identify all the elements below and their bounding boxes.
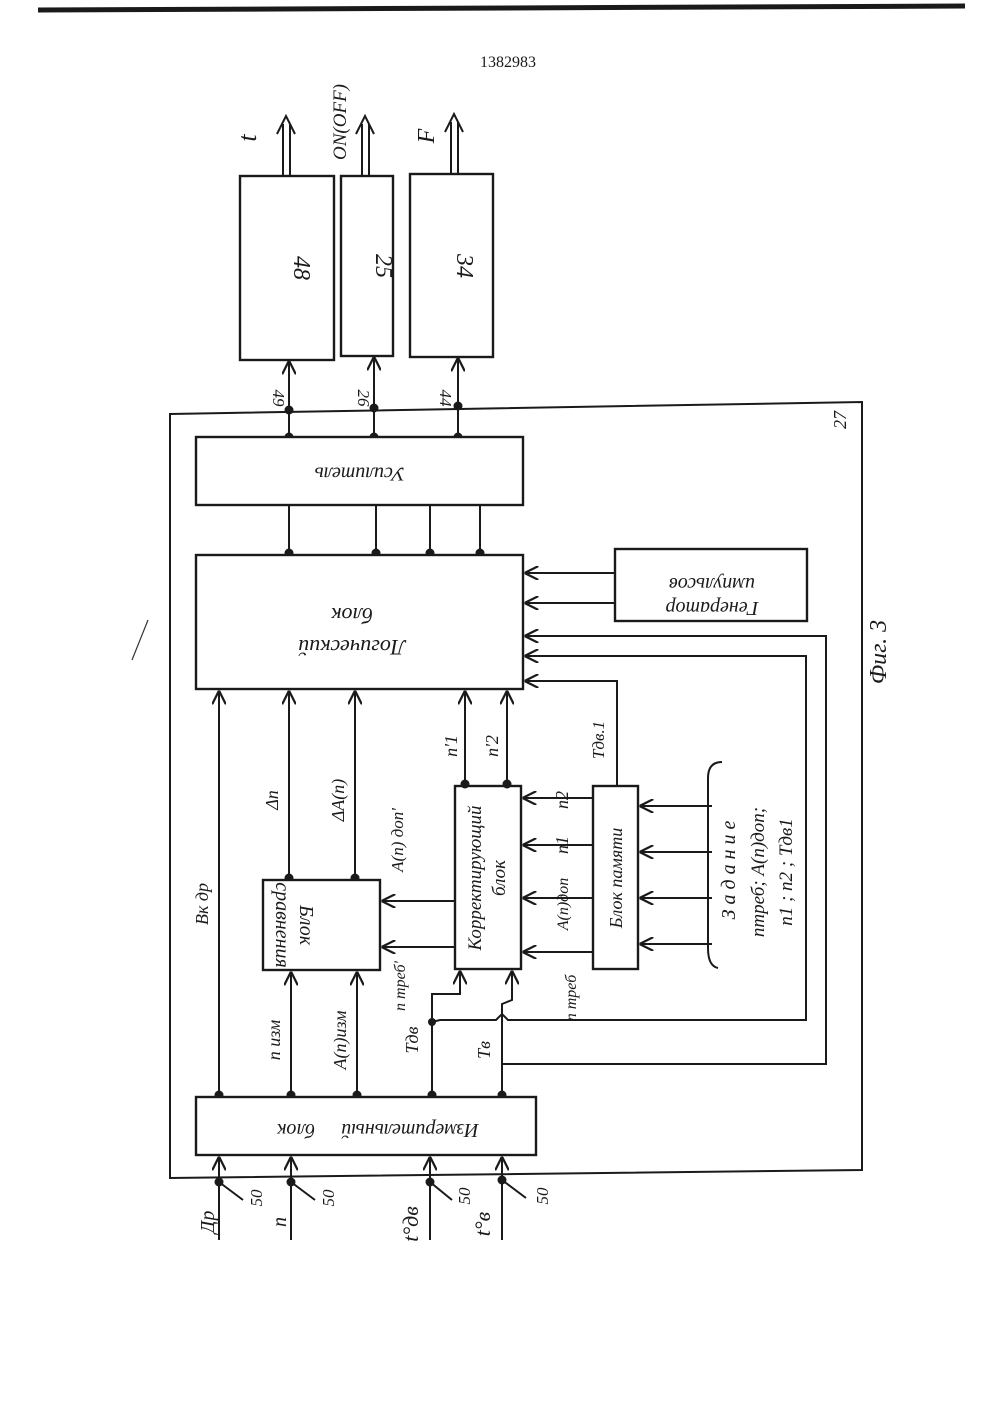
- signal-n2: n2: [552, 791, 572, 809]
- compare-label-line2: сравнения: [271, 882, 293, 968]
- signal-n-izm: n изм: [264, 1019, 284, 1060]
- input-ref-2: 50: [319, 1189, 338, 1207]
- port-44-label: 44: [436, 390, 455, 408]
- frame-label: 27: [830, 410, 850, 429]
- correct-label-line1: Корректирующий: [465, 805, 486, 952]
- tdv-to-correct-line: [432, 972, 460, 1097]
- compare-label-line1: Блок: [295, 904, 317, 946]
- signal-vk-dr: Вк др: [192, 883, 212, 925]
- measure-label-line1: Измерительный: [341, 1119, 480, 1141]
- task-line1: nтреб; A(n)доп;: [748, 807, 769, 937]
- logic-label-line1: Логический: [298, 635, 407, 660]
- generator-label-line1: Генератор: [666, 597, 760, 619]
- output-arrow-f: [445, 114, 463, 174]
- input-ref-4: 50: [533, 1187, 552, 1205]
- correct-label-line2: блок: [489, 859, 510, 896]
- port-49-label: 49: [269, 390, 288, 408]
- task-title: З а д а н и е: [718, 820, 740, 919]
- input-ref-3: 50: [455, 1187, 474, 1205]
- tdv-junction-dot: [428, 1018, 436, 1026]
- signal-n-treb-prime: n треб': [392, 960, 409, 1010]
- input-n: n: [269, 1217, 291, 1227]
- input-dr: Др: [197, 1211, 219, 1236]
- n1-prime-dot: [461, 780, 470, 789]
- scan-mark: [132, 620, 148, 660]
- measure-label-line2: блок: [276, 1119, 315, 1141]
- amplifier-label: Усилитель: [315, 462, 406, 484]
- block-25-label: 25: [370, 254, 396, 278]
- signal-delta-a: ΔA(n): [328, 779, 349, 823]
- logic-label-line2: блок: [330, 603, 372, 628]
- signal-n1-prime: n'1: [441, 735, 461, 757]
- port-26-label: 26: [354, 390, 373, 408]
- figure-caption: Фиг. 3: [866, 620, 892, 684]
- n2-prime-dot: [503, 780, 512, 789]
- signal-n-treb: n треб: [563, 974, 580, 1021]
- task-line2: n1 ; n2 ; Tдв1: [776, 818, 797, 926]
- memory-label: Блок памяти: [606, 828, 626, 929]
- block-48-label: 48: [288, 256, 314, 280]
- signal-n2-prime: n'2: [482, 735, 502, 757]
- output-arrow-on-off: [356, 116, 374, 176]
- output-label-f: F: [414, 128, 440, 144]
- block-48: [240, 176, 334, 360]
- page-top-rule: [38, 6, 965, 10]
- input-t-v: t°в: [470, 1211, 495, 1236]
- tv-to-correct-line: [502, 972, 512, 1097]
- logic-to-amplifier-lines: [285, 505, 485, 558]
- output-label-t: t: [233, 134, 262, 142]
- input-ref-1: 50: [247, 1189, 266, 1207]
- patent-number: 1382983: [480, 54, 536, 71]
- generator-label-line2: импульсов: [669, 573, 755, 595]
- signal-tv: Tв: [474, 1041, 494, 1059]
- input-t-dv: t°дв: [398, 1206, 423, 1242]
- signal-tdv1: Tдв.1: [589, 721, 608, 759]
- signal-n1: n1: [552, 836, 572, 854]
- block-34-label: 34: [451, 253, 477, 278]
- signal-a-izm: A(n)изм: [330, 1010, 351, 1071]
- output-label-on-off: ON(OFF): [330, 84, 351, 160]
- signal-a-dop: A(n)доп: [555, 878, 572, 932]
- signal-tdv: Tдв: [402, 1026, 422, 1053]
- signal-a-dop-prime: A(n) доп': [388, 808, 407, 873]
- signal-delta-n: Δn: [262, 790, 282, 811]
- output-arrow-t: [277, 116, 295, 176]
